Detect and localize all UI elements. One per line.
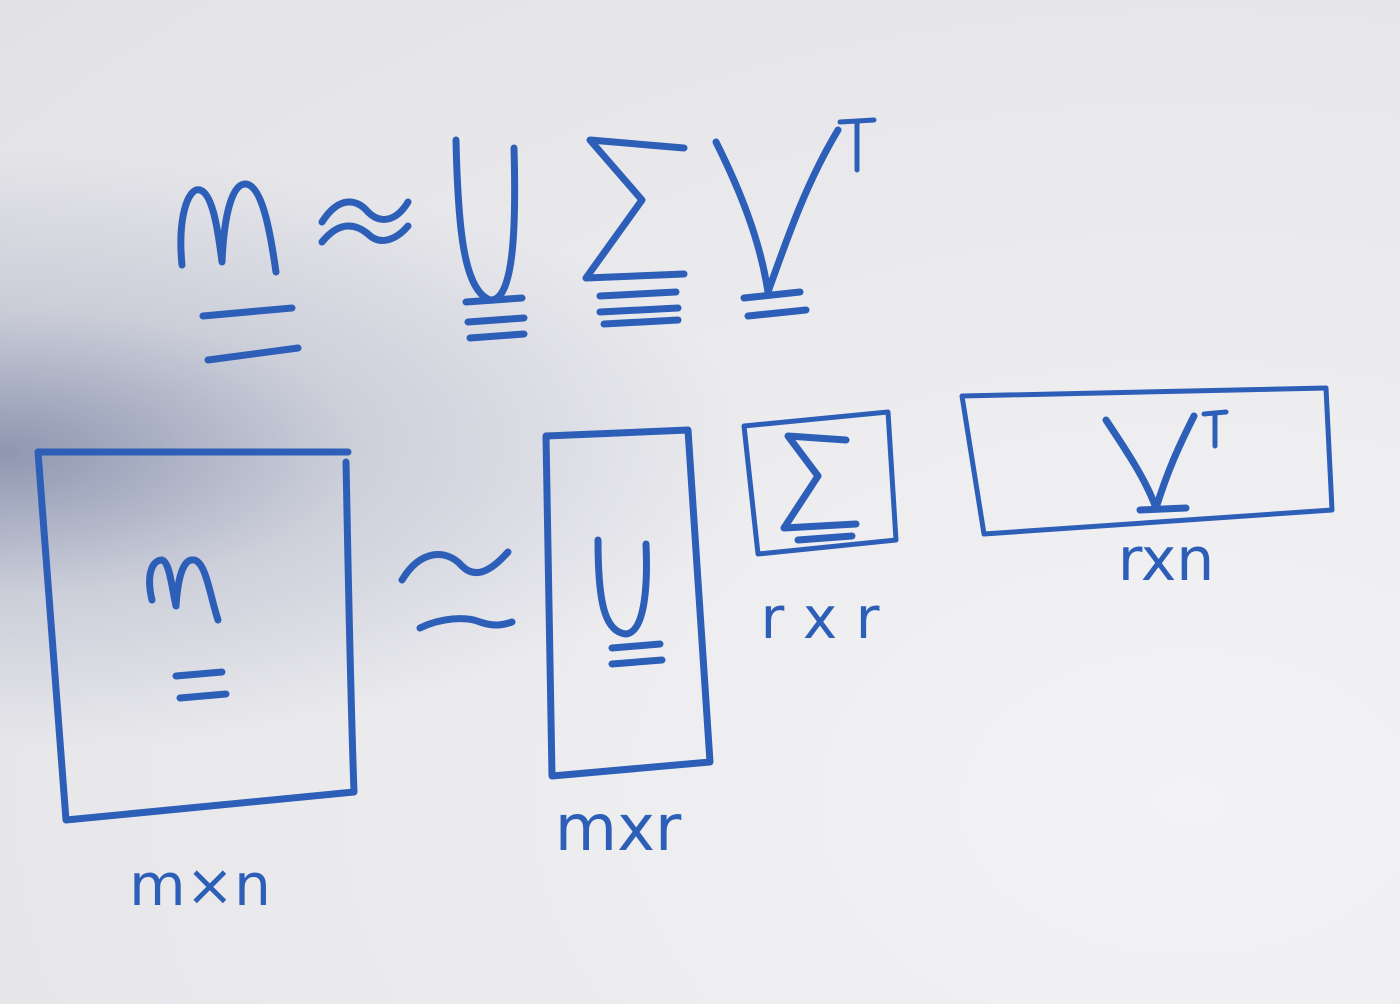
equation-v-symbol (712, 126, 842, 320)
matrix-sigma-box: r x r (741, 409, 899, 652)
matrix-sigma-dims: r x r (761, 584, 880, 652)
box-approx-symbol (398, 548, 516, 632)
equation-m-symbol: M (177, 180, 302, 364)
matrix-vt-box: rxn (959, 385, 1335, 595)
equation: M (177, 117, 877, 364)
matrix-m-dims: m×n (129, 851, 271, 919)
equation-u-symbol (452, 136, 528, 342)
equation-sigma-symbol (582, 136, 688, 328)
matrix-u-box: mxr (542, 426, 714, 866)
matrix-u-dims: mxr (555, 792, 682, 866)
equation-approx-symbol (318, 198, 412, 246)
equation-transpose-mark (837, 117, 877, 173)
matrix-m-box: m×n (34, 448, 358, 919)
matrix-vt-dims: rxn (1118, 525, 1215, 595)
